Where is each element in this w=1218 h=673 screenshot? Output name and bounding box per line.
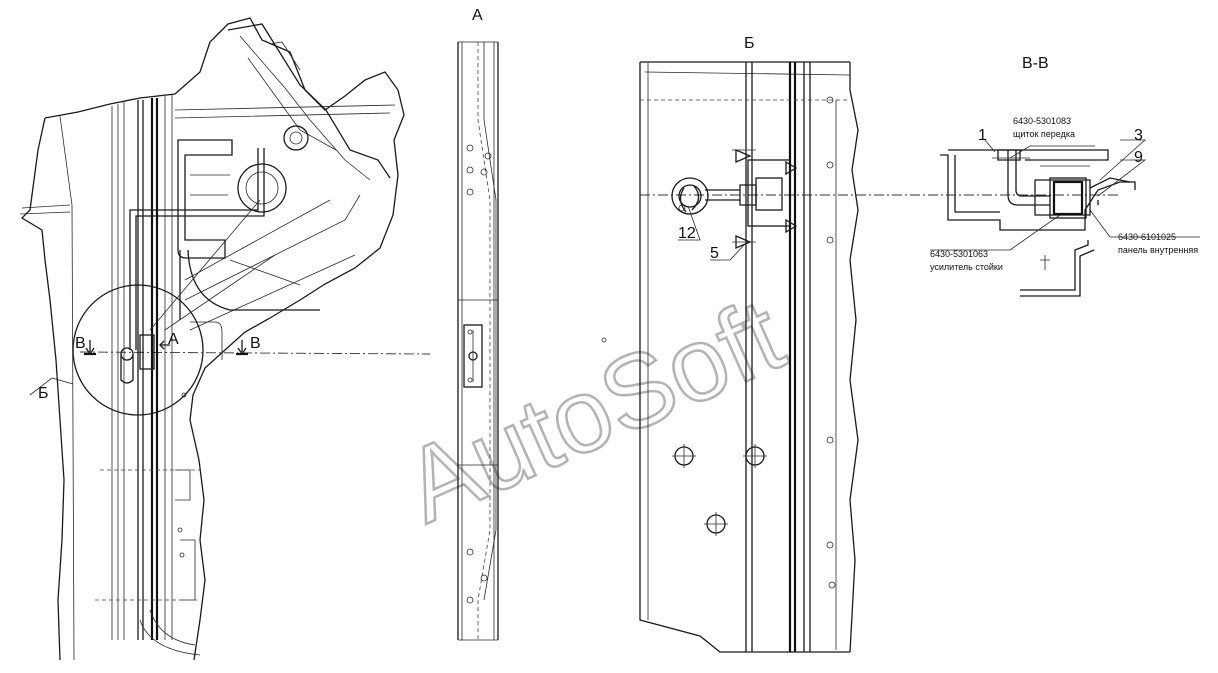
callout-9: 9 xyxy=(1134,149,1143,166)
main-view xyxy=(19,17,405,661)
section-mark-left: В xyxy=(75,335,86,352)
callout-3: 3 xyxy=(1134,127,1143,144)
detail-circle-b xyxy=(72,284,204,416)
part-left-number: 6430-5301063 xyxy=(930,249,988,259)
view-a xyxy=(457,41,499,641)
callout-5: 5 xyxy=(710,245,719,262)
part-top-name: щиток передка xyxy=(1013,129,1075,139)
view-mark-a: А xyxy=(168,331,179,348)
part-right-number: 6430-6101025 xyxy=(1118,232,1176,242)
watermark: AutoSoft xyxy=(388,277,800,545)
view-a-title: А xyxy=(472,7,483,24)
detail-b-title: Б xyxy=(744,35,755,52)
detail-b-view xyxy=(601,61,859,653)
section-vv-view xyxy=(930,139,1200,297)
callout-1: 1 xyxy=(978,127,987,144)
callout-12: 12 xyxy=(678,225,696,242)
part-left-name: усилитель стойки xyxy=(930,262,1003,272)
section-vv-title: В-В xyxy=(1022,55,1049,72)
part-right-name: панель внутренняя xyxy=(1118,245,1198,255)
callout-b: Б xyxy=(38,385,49,402)
section-mark-right: В xyxy=(250,335,261,352)
part-top-number: 6430-5301083 xyxy=(1013,116,1071,126)
